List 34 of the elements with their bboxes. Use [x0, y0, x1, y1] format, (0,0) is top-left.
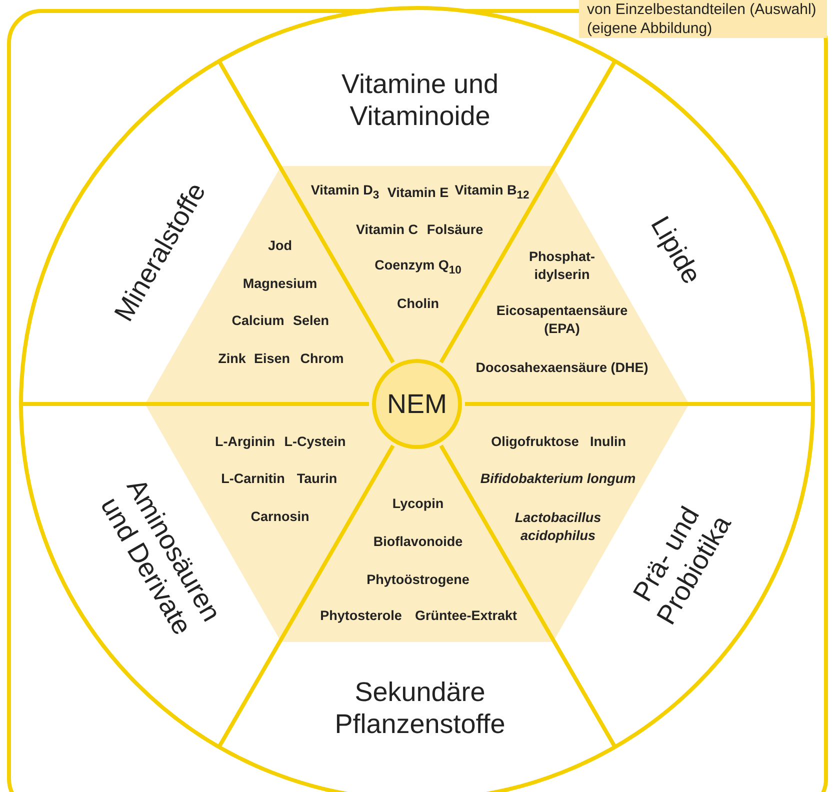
nutrient-name: Grüntee-Extrakt	[414, 607, 518, 625]
category-heading: Vitamine und Vitaminoide	[310, 68, 530, 132]
caption: von Einzelbestandteilen (Auswahl) (eigene Abbildung)	[579, 0, 827, 38]
nutrient-name: Cholin	[397, 295, 439, 313]
nutrient-name: Oligofruktose	[491, 433, 579, 451]
nutrient-name: Calcium	[232, 312, 284, 330]
nutrient-name: L-Arginin	[215, 433, 275, 451]
nutrient-name: Carnosin	[250, 508, 310, 526]
nutrient-name: L-Cystein	[284, 433, 346, 451]
nutrient-name: Jod	[268, 237, 292, 255]
nutrient-name: Taurin	[296, 470, 338, 488]
nutrient-name: Magnesium	[242, 275, 318, 293]
nutrient-name: Coenzym Q$_{10}$	[374, 256, 462, 278]
nutrient-name: Lycopin	[392, 495, 444, 513]
nutrient-name: Eisen	[254, 350, 290, 368]
nutrient-name: Lactobacillus acidophilus	[514, 509, 602, 545]
nutrient-name: Vitamin E	[387, 184, 449, 202]
nutrient-name: Zink	[218, 350, 246, 368]
nutrient-name: Phytosterole	[320, 607, 402, 625]
nutrient-name: Chrom	[300, 350, 344, 368]
nutrient-name: Bioflavonoide	[373, 533, 463, 551]
nutrient-name: Eicosapentaensäure (EPA)	[495, 302, 629, 338]
nutrient-name: Phosphat- idylserin	[528, 248, 596, 284]
nutrient-name: Inulin	[590, 433, 626, 451]
nutrient-name: Selen	[292, 312, 330, 330]
category-heading: Sekundäre Pflanzenstoffe	[310, 676, 530, 740]
nutrient-name: L-Carnitin	[221, 470, 285, 488]
nutrient-name: Vitamin D$_{3}$	[310, 182, 380, 204]
nutrient-name: Phytoöstrogene	[366, 571, 470, 589]
nutrient-name: Vitamin C	[356, 221, 418, 239]
nutrient-name: Bifidobakterium longum	[480, 470, 636, 488]
nutrient-name: Docosahexaensäure (DHE)	[476, 359, 648, 377]
nutrient-name: Vitamin B$_{12}$	[454, 182, 530, 204]
nutrient-name: Folsäure	[426, 221, 484, 239]
